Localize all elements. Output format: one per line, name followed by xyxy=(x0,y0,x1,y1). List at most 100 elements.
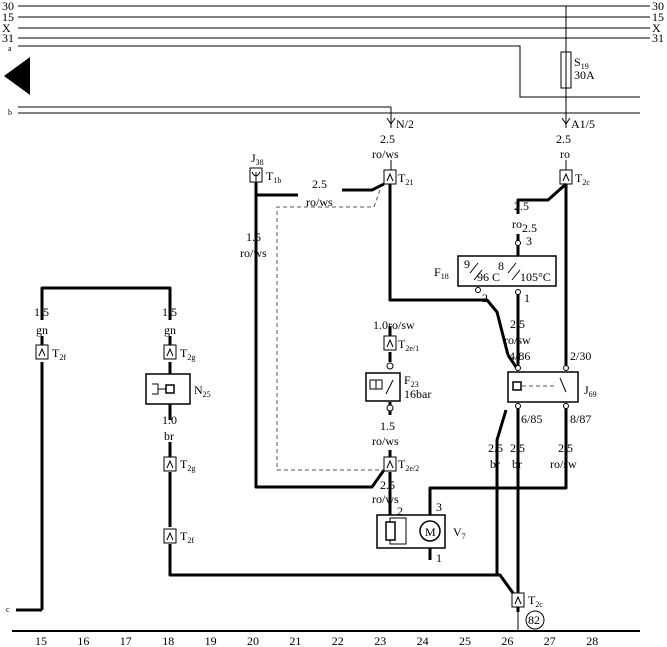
wire-j69in-color: ro/sw xyxy=(504,333,531,347)
svg-text:V7: V7 xyxy=(453,525,466,541)
t2c-bottom-name: T xyxy=(528,593,536,607)
fuse-s19: S19 30A xyxy=(560,6,595,113)
wire-br3-color: br xyxy=(512,457,522,471)
rail-x: X X xyxy=(2,21,661,35)
j69-name: J xyxy=(584,383,589,397)
f18-name: F xyxy=(434,265,441,279)
svg-text:T1b: T1b xyxy=(266,169,281,185)
component-f18: 2.5 2.5 ro 3 F18 9 8 96 C 105°C 2 1 xyxy=(434,199,557,305)
connector-t21: T21 xyxy=(383,169,413,187)
rail-a-label: a xyxy=(8,44,12,53)
scale-label-17: 17 xyxy=(120,634,132,647)
svg-text:T2e/1: T2e/1 xyxy=(398,337,419,353)
t2c-bottom-sub: 2c xyxy=(535,600,543,609)
scale-label-24: 24 xyxy=(417,634,429,647)
svg-text:F18: F18 xyxy=(434,265,449,281)
rail-15-label-left: 15 xyxy=(2,10,14,24)
t2e1-name: T xyxy=(398,337,406,351)
svg-text:F23: F23 xyxy=(404,373,419,389)
svg-text:T2g: T2g xyxy=(180,457,195,473)
v7-pin2: 2 xyxy=(397,504,403,518)
continuation-arrow-icon xyxy=(4,57,30,95)
j69-pin486: 4/86 xyxy=(509,349,530,363)
svg-text:T2f: T2f xyxy=(180,529,194,545)
wire-gn1-size: 1.5 xyxy=(34,305,49,319)
wire-gn1-color: gn xyxy=(36,323,48,337)
f18-temp2: 105°C xyxy=(520,270,551,284)
wire-rosw-color: ro/sw xyxy=(550,457,577,471)
svg-text:J69: J69 xyxy=(584,383,597,399)
f18-pin2: 2 xyxy=(482,291,488,305)
wire-rosw-size: 2.5 xyxy=(558,441,573,455)
wire-gn2-size: 1.5 xyxy=(162,305,177,319)
wire-f23-top: 1.0ro/sw xyxy=(373,318,415,332)
t1b-name: T xyxy=(266,169,274,183)
rail-30: 30 30 xyxy=(2,0,664,13)
t2f-left-name: T xyxy=(52,346,60,360)
wire-br2-size: 2.5 xyxy=(488,441,503,455)
scale-label-22: 22 xyxy=(332,634,344,647)
rail-x-label-left: X xyxy=(2,21,11,35)
rail-30-label-right: 30 xyxy=(652,0,664,13)
wire-t21-size: 2.5 xyxy=(312,177,327,191)
j69-pin685: 6/85 xyxy=(521,412,542,426)
t2g-b-name: T xyxy=(180,457,188,471)
f18-sub: 18 xyxy=(441,272,449,281)
svg-text:S19: S19 xyxy=(574,55,589,71)
svg-text:T2c: T2c xyxy=(528,593,543,609)
fuse-s19-sub: 19 xyxy=(581,62,589,71)
f23-name: F xyxy=(404,373,411,387)
n25-sub: 25 xyxy=(203,390,211,399)
rail-15: 15 15 xyxy=(2,10,664,24)
connector-j38: J38 T1b xyxy=(249,151,281,185)
t2g-b-sub: 2g xyxy=(187,464,195,473)
fuse-s19-name: S xyxy=(574,55,581,69)
wire-br-color: br xyxy=(164,429,174,443)
connector-a15: A1/5 2.5 ro xyxy=(556,113,595,170)
wire-t21-color: ro/ws xyxy=(306,195,333,209)
component-v7: 3 2 M V7 1 xyxy=(376,500,466,565)
wire-f18-color: ro xyxy=(512,217,522,231)
j69-pin230: 2/30 xyxy=(570,349,591,363)
connector-t2e2: T2e/2 2.5 ro/ws xyxy=(372,456,419,506)
wire-v7-color: ro/ws xyxy=(372,492,399,506)
thick-wires xyxy=(16,182,568,612)
v7-pin1: 1 xyxy=(436,551,442,565)
rail-b: b xyxy=(8,106,640,117)
motor-m-icon: M xyxy=(425,525,436,539)
f18-wire-size-top: 2.5 xyxy=(514,199,529,213)
scale-label-19: 19 xyxy=(205,634,217,647)
t2g-a-name: T xyxy=(180,346,188,360)
wire-f23bot-size: 1.5 xyxy=(380,419,395,433)
scale-label-21: 21 xyxy=(289,634,301,647)
f18-pin9: 9 xyxy=(464,257,470,271)
v7-pin3: 3 xyxy=(436,500,442,514)
c-end-label: c xyxy=(6,605,10,614)
t1b-sub: 1b xyxy=(273,176,281,185)
svg-text:J38: J38 xyxy=(251,151,264,167)
wire-br-size: 1.0 xyxy=(162,413,177,427)
ground-82-label: 82 xyxy=(528,613,540,627)
rail-31-label-left: 31 xyxy=(2,31,14,45)
connector-t2c-bottom: T2c 82 xyxy=(511,592,545,631)
wire-j38-size: 1.5 xyxy=(246,230,261,244)
scale-label-26: 26 xyxy=(501,634,513,647)
svg-text:T2c: T2c xyxy=(575,171,590,187)
scale-label-28: 28 xyxy=(586,634,598,647)
rail-31-label-right: 31 xyxy=(652,31,664,45)
j38-sub: 38 xyxy=(256,158,264,167)
component-j69: 4/86 2/30 J69 6/85 8/87 xyxy=(507,349,597,426)
rail-x-label-right: X xyxy=(652,21,661,35)
j38-name: J xyxy=(251,151,256,165)
svg-text:T2g: T2g xyxy=(180,346,195,362)
t2f-left-sub: 2f xyxy=(59,353,66,362)
svg-text:T21: T21 xyxy=(398,171,413,187)
t21-sub: 21 xyxy=(405,178,413,187)
scale-label-23: 23 xyxy=(374,634,386,647)
f18-pin1: 1 xyxy=(524,291,530,305)
fuse-s19-rating: 30A xyxy=(574,68,595,82)
rail-31: 31 31 xyxy=(2,31,664,45)
v7-sub: 7 xyxy=(462,532,466,541)
t2c-top-name: T xyxy=(575,171,583,185)
